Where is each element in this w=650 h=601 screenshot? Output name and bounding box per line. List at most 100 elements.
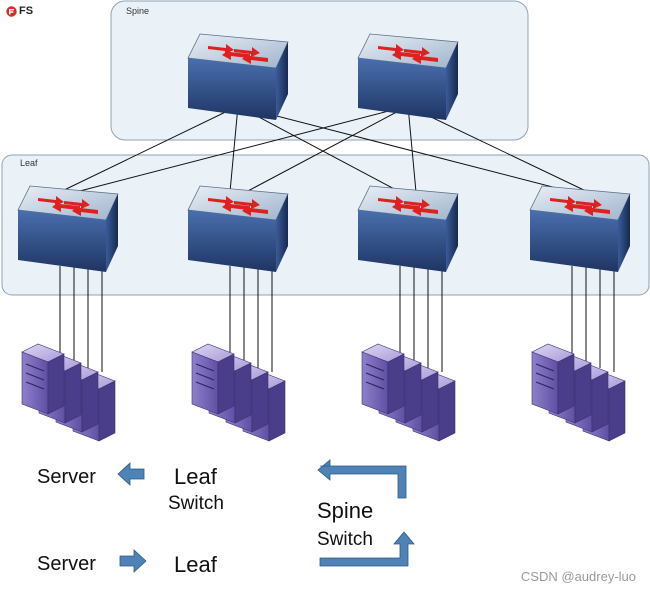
server-side <box>387 353 405 415</box>
server-front <box>21 351 49 415</box>
legend-leaf-label-2: Leaf <box>174 552 217 577</box>
server-slot <box>535 372 555 381</box>
switch-side-face <box>276 194 288 272</box>
switch-side-face <box>618 194 630 272</box>
logo-text: FS <box>19 5 34 17</box>
spine-zone-label: Spine <box>126 6 150 16</box>
server-side <box>234 362 252 424</box>
server-side <box>217 353 235 415</box>
legend-server-label-2: Server <box>37 553 96 575</box>
leaf-switch <box>357 185 459 272</box>
switch-arrows-icon <box>378 196 438 216</box>
server-side <box>557 353 575 415</box>
server-slot <box>195 363 215 372</box>
arrow-right-icon <box>234 199 260 209</box>
spine-switch <box>357 33 459 120</box>
switch-side-face <box>446 194 458 272</box>
server-slot <box>195 381 215 390</box>
server-slot <box>535 363 555 372</box>
switch-front-face <box>358 58 446 120</box>
server-slot <box>365 363 385 372</box>
server-icon <box>191 343 235 415</box>
leaf-switch <box>529 185 631 272</box>
arrow-left-icon <box>564 201 590 212</box>
server-side <box>438 380 456 442</box>
spine-leaf-link <box>407 105 589 193</box>
server-side <box>404 362 422 424</box>
server-side <box>574 362 592 424</box>
arrow-left-icon <box>412 53 438 64</box>
spine-leaf-link <box>245 105 409 193</box>
server-slot <box>195 372 215 381</box>
server-side <box>47 353 65 415</box>
arrow-right-icon <box>576 199 602 209</box>
arrow-right-icon <box>119 549 147 573</box>
legend-leaf-label-1: Leaf <box>174 464 217 489</box>
switch-front-face <box>188 210 276 272</box>
arrow-left-icon <box>412 205 438 216</box>
legend-spine-switch-label: Switch <box>317 529 373 550</box>
arrow-left-icon <box>52 201 78 212</box>
server-front <box>361 351 389 415</box>
server-side <box>268 380 286 442</box>
arrow-left-icon <box>392 201 418 212</box>
arrow-left-icon <box>222 49 248 60</box>
switch-front-face <box>530 210 618 272</box>
switch-arrows-icon <box>38 196 98 216</box>
spine-leaf-link <box>407 105 417 193</box>
arrow-left-icon <box>72 205 98 216</box>
switch-arrows-icon <box>208 44 268 64</box>
server-side <box>98 380 116 442</box>
bent-arrow-top-icon <box>317 459 407 499</box>
server-slot <box>25 372 45 381</box>
fs-logo: FS <box>6 5 33 17</box>
server-slot <box>535 381 555 390</box>
server-side <box>251 371 269 433</box>
switch-front-face <box>188 58 276 120</box>
fs-logo-icon <box>6 5 17 17</box>
arrow-right-icon <box>64 199 90 209</box>
switch-arrows-icon <box>378 44 438 64</box>
arrow-left-icon <box>242 53 268 64</box>
server-slot <box>365 372 385 381</box>
spine-leaf-link <box>75 105 409 193</box>
arrow-left-icon <box>242 205 268 216</box>
arrow-left-icon <box>584 205 610 216</box>
spine-leaf-link <box>59 105 239 193</box>
arrow-right-icon <box>234 47 260 57</box>
arrow-right-icon <box>404 47 430 57</box>
leaf-switch <box>17 185 119 272</box>
server-slot <box>25 381 45 390</box>
spine-leaf-link <box>237 105 401 193</box>
switch-arrows-icon <box>550 196 610 216</box>
legend-switch-label-1: Switch <box>168 493 224 514</box>
server-slot <box>365 381 385 390</box>
switch-arrows-icon <box>208 196 268 216</box>
arrow-left-icon <box>117 462 145 486</box>
server-side <box>608 380 626 442</box>
server-front <box>191 351 219 415</box>
bent-arrow-bottom-icon <box>319 531 415 567</box>
server-icon <box>361 343 405 415</box>
leaf-zone <box>1 154 650 296</box>
switch-front-face <box>358 210 446 272</box>
switch-side-face <box>276 42 288 120</box>
switch-side-face <box>446 42 458 120</box>
server-side <box>64 362 82 424</box>
server-icon <box>531 343 575 415</box>
legend-server-label-1: Server <box>37 466 96 488</box>
arrow-left-icon <box>222 201 248 212</box>
spine-switch <box>187 33 289 120</box>
server-side <box>591 371 609 433</box>
spine-leaf-link <box>237 105 573 193</box>
csdn-watermark: CSDN @audrey-luo <box>520 569 636 584</box>
arrow-left-icon <box>392 49 418 60</box>
switch-front-face <box>18 210 106 272</box>
server-icon <box>21 343 65 415</box>
spine-leaf-link <box>229 105 239 193</box>
server-side <box>81 371 99 433</box>
leaf-switch <box>187 185 289 272</box>
switch-side-face <box>106 194 118 272</box>
spine-zone <box>110 0 529 141</box>
